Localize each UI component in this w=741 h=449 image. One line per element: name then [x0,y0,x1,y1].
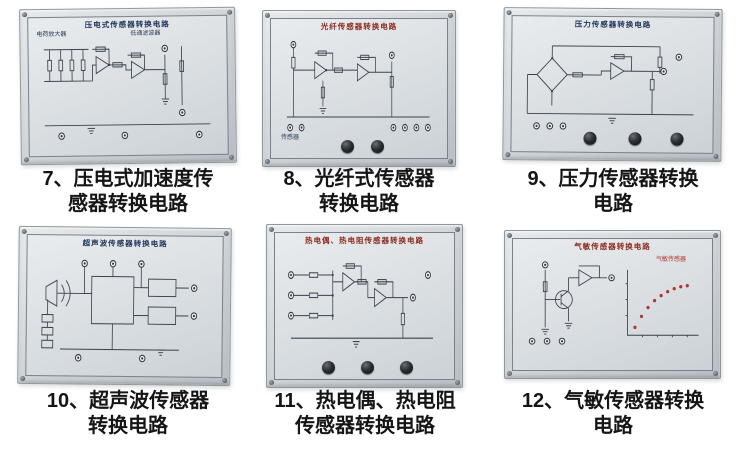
screw-icon [269,380,274,385]
circuit-schematic-icon [286,40,431,132]
panel-title: 光纤传感器转换电路 [320,22,398,31]
panel-face: 气敏传感器转换电路 气敏传感器 [512,238,713,371]
caption-line: 电路 [593,193,633,215]
knob-icon [341,140,355,153]
caption-9: 9、压力传感器转换 电路 [498,167,728,217]
screw-icon [227,9,233,15]
screw-icon [507,371,512,376]
screw-icon [265,13,270,18]
circuit-panel-12: 气敏传感器转换电路 气敏传感器 [504,230,721,379]
screw-icon [265,159,270,164]
knob-icon [628,132,642,146]
panel-title: 压力传感器转换电路 [574,19,652,30]
circuit-schematic-icon [526,45,694,130]
panel-face: 超声波传感器转换电路 [25,233,224,379]
circuit-panel-11: 热电偶、热电阻传感器转换电路 [266,224,463,388]
caption-10: 10、超声波传感器 转换电路 [10,389,246,439]
caption-7: 7、压电式加速度传 感器转换电路 [10,167,246,217]
circuit-schematic-icon [528,261,699,345]
screw-icon [448,13,453,18]
screw-icon [23,157,29,163]
circuit-panel-7: 压电式传感器转换电路 电荷放大器 低通滤波器 [19,6,237,166]
knob-icon [670,132,684,146]
caption-line: 7、压电式加速度传 [42,168,214,190]
screw-icon [455,380,460,385]
circuit-panel-8: 光纤传感器转换电路 传感器 [262,10,456,167]
caption-line: 10、超声波传感器 [46,390,210,412]
panel-face: 压力传感器转换电路 [510,15,715,154]
screw-icon [448,159,453,164]
caption-8: 8、光纤式传感器 转换电路 [256,167,462,217]
panel-title: 超声波传感器转换电路 [82,238,168,249]
screw-icon [455,227,460,232]
screw-icon [714,11,720,17]
circuit-schematic-icon [43,44,211,140]
panel-face: 光纤传感器转换电路 传感器 [270,18,448,159]
panel-sublabel: 传感器 [281,135,300,141]
panel-title: 热电偶、热电阻传感器转换电路 [305,236,424,245]
circuit-panel-9: 压力传感器转换电路 [502,7,723,162]
panel-face: 压电式传感器转换电路 电荷放大器 低通滤波器 [27,14,229,158]
screw-icon [20,375,26,381]
caption-12: 12、气敏传感器转换 电路 [498,389,728,439]
panel-face: 热电偶、热电阻传感器转换电路 [274,232,455,380]
caption-line: 转换电路 [319,193,399,215]
knob-icon [360,361,374,374]
circuit-schematic-icon [41,259,198,363]
caption-line: 11、热电偶、热电阻 [274,390,456,412]
screw-icon [505,152,511,158]
knob-icon [321,361,335,374]
screw-icon [713,371,718,376]
knob-icon [400,361,414,374]
screw-icon [223,231,229,237]
circuit-panel-10: 超声波传感器转换电路 [17,225,232,387]
screw-icon [713,233,718,238]
knob-icon [371,140,385,153]
screw-icon [228,154,234,160]
caption-11: 11、热电偶、热电阻 传感器转换电路 [252,389,478,439]
caption-line: 转换电路 [88,415,168,437]
screw-icon [269,227,274,232]
caption-line: 电路 [593,415,633,437]
screw-icon [713,153,719,159]
circuit-schematic-icon [287,263,433,348]
caption-line: 感器转换电路 [68,193,188,215]
screw-icon [507,233,512,238]
caption-line: 12、气敏传感器转换 [521,390,705,412]
screw-icon [222,378,228,384]
panel-title: 压电式传感器转换电路 [84,19,170,30]
caption-line: 8、光纤式传感器 [283,168,435,190]
panel-title: 气敏传感器转换电路 [574,242,651,251]
caption-line: 9、压力传感器转换 [527,168,699,190]
panel-sublabel: 气敏传感器 [655,257,686,263]
caption-line: 传感器转换电路 [295,415,435,437]
